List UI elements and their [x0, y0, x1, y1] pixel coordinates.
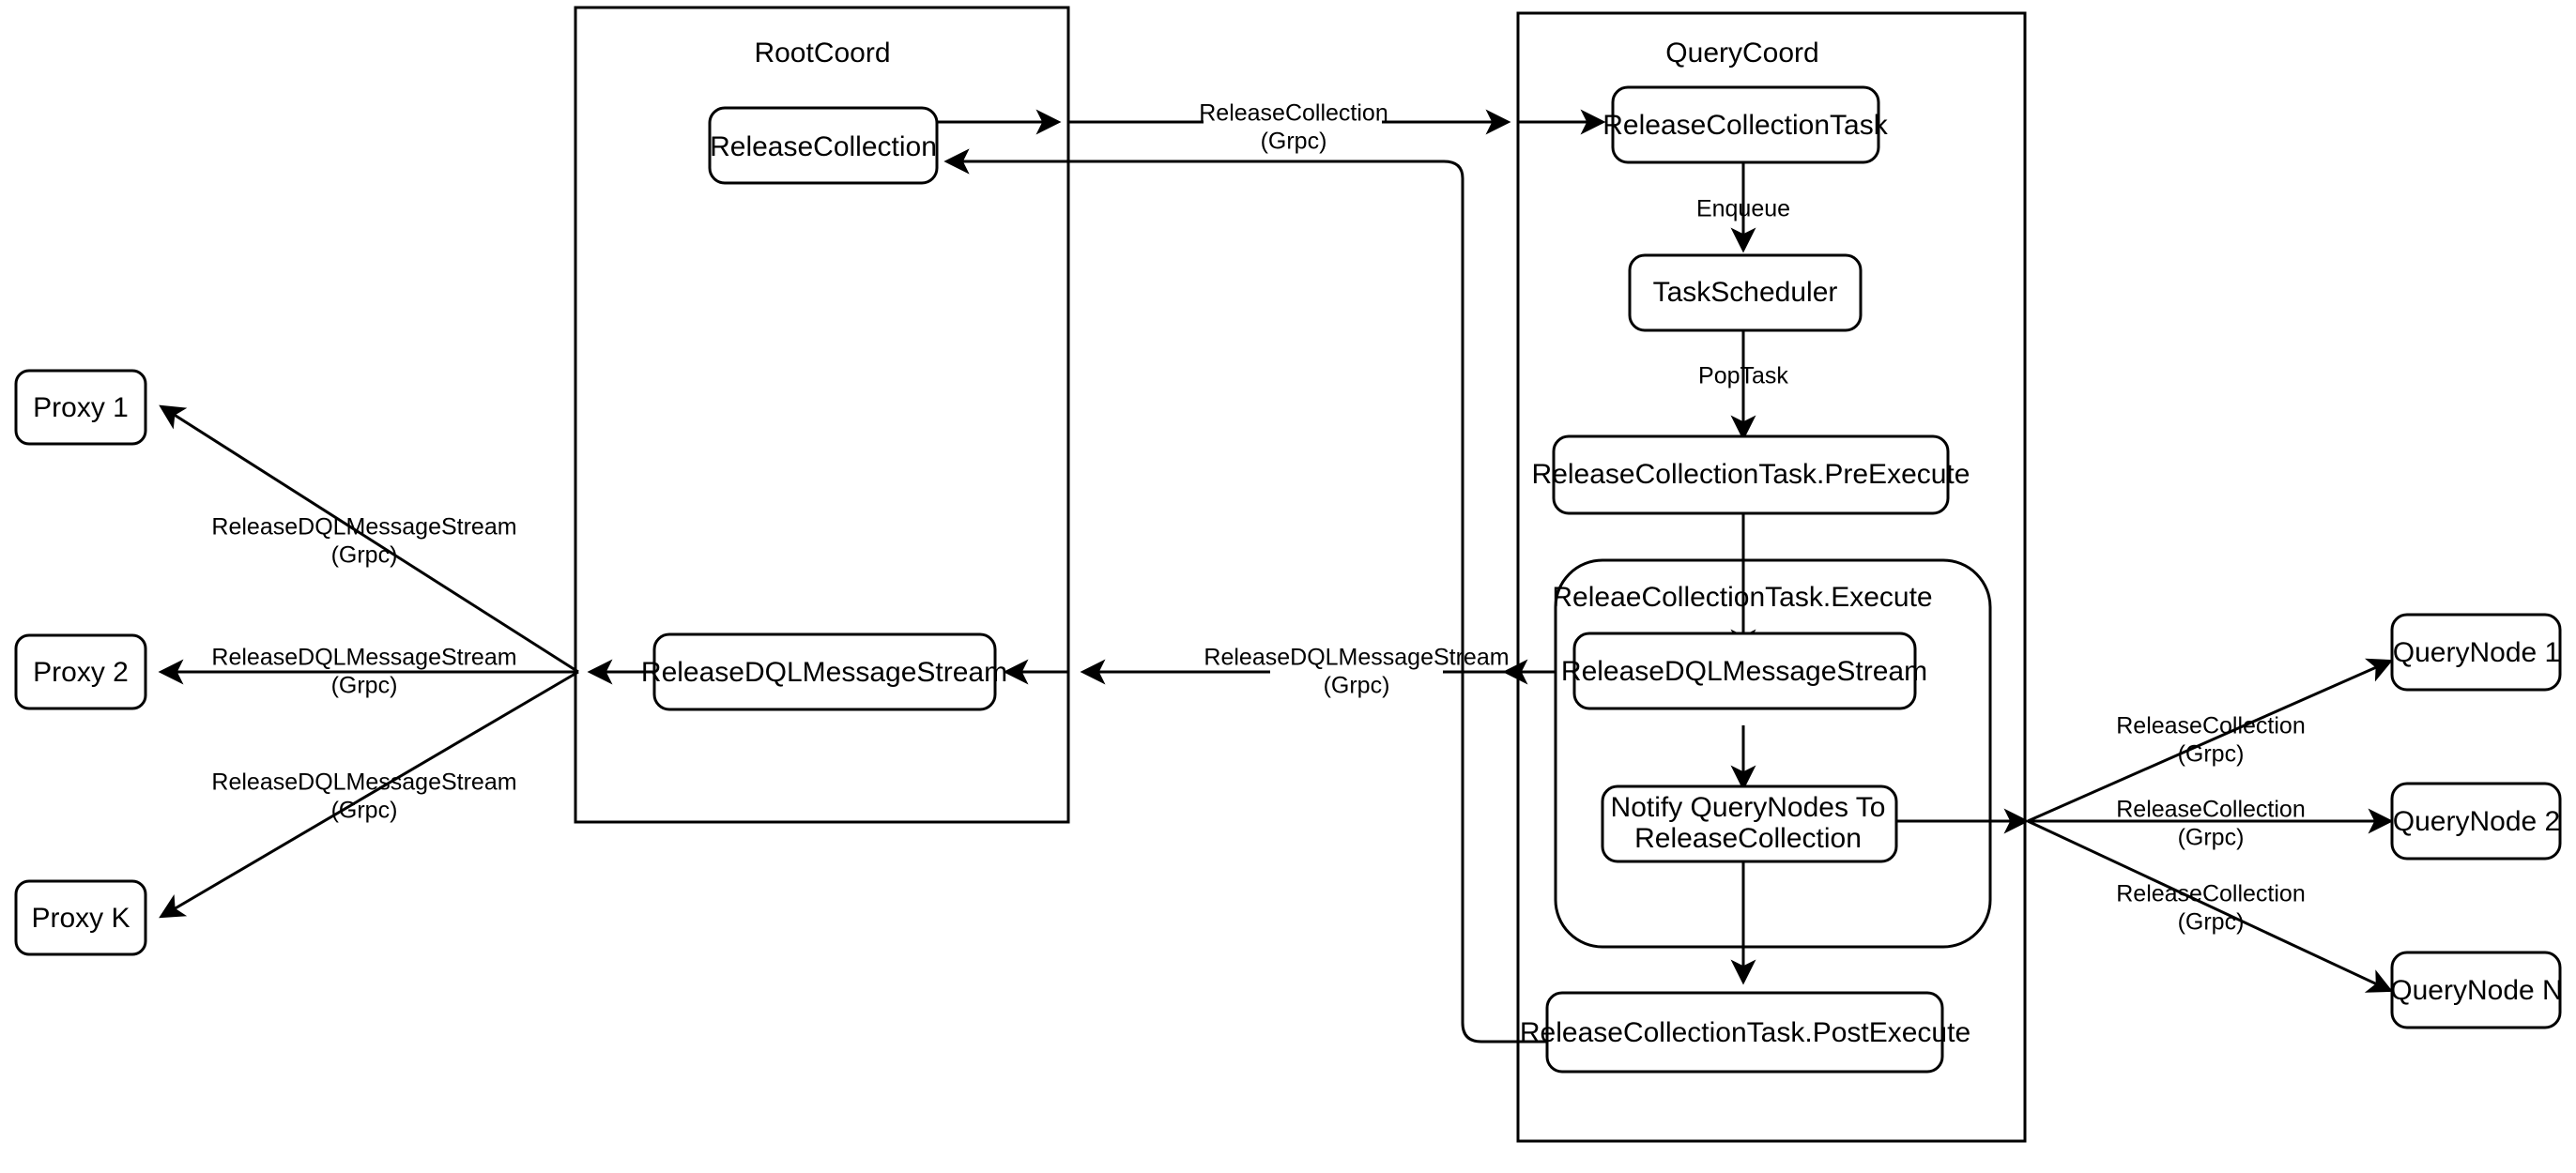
- releasecollectiontask-box[interactable]: [1611, 85, 1880, 164]
- edge-label-qnn-line2: (Grpc): [2178, 909, 2245, 936]
- edge-enqueue: Enqueue: [1696, 161, 1790, 253]
- edge-label-releasecollection-grpc-line1: ReleaseCollection: [1199, 100, 1388, 127]
- edge-proxy1-line: [159, 404, 579, 674]
- rootcoord-boundary: [574, 6, 1070, 824]
- edge-querynoden-line: [2027, 819, 2394, 993]
- notify-querynodes-label-line2: ReleaseCollection: [1634, 823, 1862, 854]
- querynode-1-box[interactable]: [2390, 613, 2562, 692]
- edge-label-proxyk-line1: ReleaseDQLMessageStream: [211, 769, 516, 796]
- node-querynode-n[interactable]: QueryNode N: [2390, 951, 2563, 1029]
- releasecollectiontask-label: ReleaseCollectionTask: [1602, 110, 1888, 141]
- execute-releasedql-box[interactable]: [1572, 632, 1917, 710]
- node-preexecute[interactable]: ReleaseCollectionTask.PreExecute: [1532, 434, 1970, 515]
- node-rootcoord-releasedqlmessagestream[interactable]: ReleaseDQLMessageStream: [641, 632, 1007, 711]
- edge-label-poptask: PopTask: [1698, 363, 1788, 389]
- postexecute-box[interactable]: [1545, 991, 1944, 1074]
- node-querynode-1[interactable]: QueryNode 1: [2390, 613, 2562, 692]
- node-proxy-2[interactable]: Proxy 2: [14, 633, 147, 710]
- edge-querynoden: ReleaseCollection (Grpc): [2027, 819, 2394, 993]
- rootcoord-releasedql-box[interactable]: [652, 632, 997, 711]
- proxy-1-box[interactable]: [14, 369, 147, 446]
- edge-label-qn1-line1: ReleaseCollection: [2116, 713, 2306, 739]
- node-releasecollectiontask[interactable]: ReleaseCollectionTask: [1602, 85, 1889, 164]
- node-taskscheduler[interactable]: TaskScheduler: [1628, 253, 1863, 332]
- edge-label-qn2-line2: (Grpc): [2178, 825, 2245, 851]
- querynode-n-label: QueryNode N: [2390, 975, 2562, 1006]
- edge-proxyk-line: [159, 670, 579, 919]
- container-execute-group: ReleaeCollectionTask.Execute: [1552, 558, 1992, 949]
- edge-label-qn2-line1: ReleaseCollection: [2116, 797, 2306, 823]
- node-notify-querynodes[interactable]: Notify QueryNodes To ReleaseCollection: [1601, 785, 1898, 863]
- node-execute-releasedqlmessagestream[interactable]: ReleaseDQLMessageStream: [1561, 632, 1927, 710]
- querynode-1-label: QueryNode 1: [2393, 637, 2560, 668]
- rootcoord-releasedql-label: ReleaseDQLMessageStream: [641, 657, 1007, 688]
- node-proxy-k[interactable]: Proxy K: [14, 879, 147, 956]
- execute-group-boundary: [1554, 558, 1992, 949]
- preexecute-box[interactable]: [1552, 434, 1950, 515]
- preexecute-label: ReleaseCollectionTask.PreExecute: [1532, 459, 1970, 490]
- notify-querynodes-label-line1: Notify QueryNodes To: [1611, 792, 1886, 823]
- edge-label-proxy2-line2: (Grpc): [331, 673, 398, 699]
- edge-label-proxy1-line1: ReleaseDQLMessageStream: [211, 514, 516, 541]
- rootcoord-releasecollection-label: ReleaseCollection: [710, 131, 937, 162]
- querycoord-title: QueryCoord: [1665, 38, 1818, 69]
- edge-proxyk: ReleaseDQLMessageStream (Grpc): [159, 670, 579, 919]
- node-querynode-2[interactable]: QueryNode 2: [2390, 782, 2562, 861]
- edge-querynode2: ReleaseCollection (Grpc): [2028, 797, 2394, 851]
- querynode-2-label: QueryNode 2: [2393, 806, 2560, 837]
- proxy-1-label: Proxy 1: [33, 392, 129, 423]
- execute-releasedql-label: ReleaseDQLMessageStream: [1561, 656, 1927, 687]
- node-proxy-1[interactable]: Proxy 1: [14, 369, 147, 446]
- edge-label-proxyk-line2: (Grpc): [331, 798, 398, 824]
- taskscheduler-box[interactable]: [1628, 253, 1863, 332]
- edge-return-path: [1080, 160, 1547, 1044]
- edge-label-proxy1-line2: (Grpc): [331, 542, 398, 569]
- edge-label-enqueue: Enqueue: [1696, 196, 1790, 222]
- container-querycoord: QueryCoord: [1516, 11, 2027, 1143]
- edge-querynode1-line: [2027, 658, 2394, 823]
- querynode-2-box[interactable]: [2390, 782, 2562, 861]
- node-postexecute[interactable]: ReleaseCollectionTask.PostExecute: [1520, 991, 1970, 1074]
- edge-label-releasecollection-grpc-line2: (Grpc): [1261, 129, 1327, 155]
- proxy-k-box[interactable]: [14, 879, 147, 956]
- postexecute-label: ReleaseCollectionTask.PostExecute: [1520, 1017, 1970, 1048]
- querycoord-boundary: [1516, 11, 2027, 1143]
- taskscheduler-label: TaskScheduler: [1653, 277, 1838, 308]
- edge-label-proxy2-line1: ReleaseDQLMessageStream: [211, 645, 516, 671]
- edge-poptask: PopTask: [1698, 331, 1788, 441]
- proxy-2-box[interactable]: [14, 633, 147, 710]
- edge-label-qc-rc-dql-line2: (Grpc): [1324, 673, 1390, 699]
- rootcoord-title: RootCoord: [754, 38, 890, 69]
- edge-releasecollection-request: ReleaseCollection (Grpc): [937, 100, 1606, 155]
- node-rootcoord-releasecollection[interactable]: ReleaseCollection: [708, 106, 939, 185]
- container-rootcoord: RootCoord: [574, 6, 1070, 824]
- edge-dql-querycoord-to-rootcoord: ReleaseDQLMessageStream (Grpc): [1003, 645, 1556, 699]
- edge-proxy2: ReleaseDQLMessageStream (Grpc): [158, 645, 578, 699]
- edge-querynode1: ReleaseCollection (Grpc): [2027, 658, 2394, 823]
- querynode-n-box[interactable]: [2390, 951, 2562, 1029]
- notify-querynodes-box[interactable]: [1601, 785, 1898, 863]
- rootcoord-releasecollection-box[interactable]: [708, 106, 939, 185]
- edge-postexecute-return: [943, 148, 1547, 1044]
- edge-proxy1: ReleaseDQLMessageStream (Grpc): [159, 404, 579, 674]
- edge-label-qnn-line1: ReleaseCollection: [2116, 881, 2306, 907]
- proxy-2-label: Proxy 2: [33, 657, 129, 688]
- edge-label-qc-rc-dql-line1: ReleaseDQLMessageStream: [1204, 645, 1509, 671]
- edge-label-qn1-line2: (Grpc): [2178, 741, 2245, 768]
- proxy-k-label: Proxy K: [31, 903, 130, 934]
